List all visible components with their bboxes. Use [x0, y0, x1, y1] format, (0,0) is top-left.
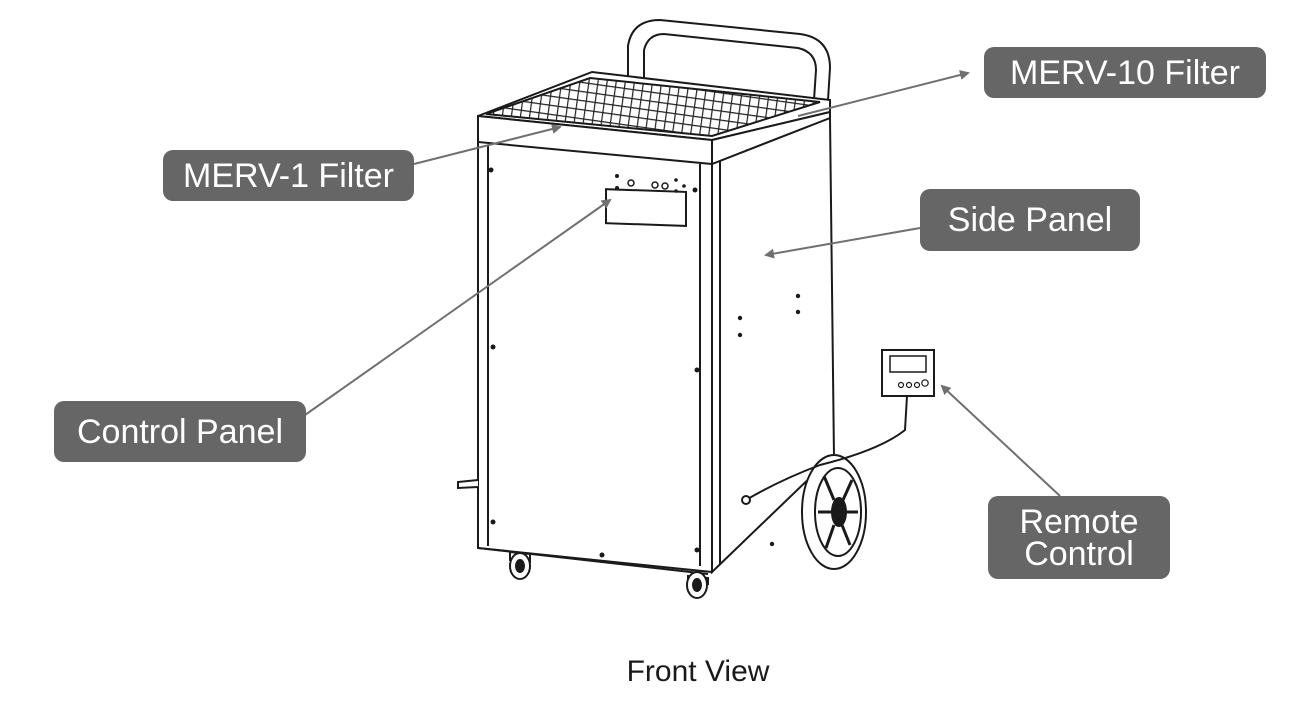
unit-body: [477, 70, 836, 575]
callout-arrows: [304, 70, 1061, 497]
arrow-control-panel: [304, 198, 612, 416]
control-panel-shape: [605, 174, 687, 227]
handle: [627, 18, 832, 101]
rivets: [488, 167, 801, 558]
control-panel-label: Control Panel: [54, 401, 306, 462]
remote-control-shape: [741, 349, 935, 505]
remote-control-label: Remote Control: [988, 496, 1170, 579]
top-grille: [485, 76, 821, 138]
remote-label-line-1: Remote: [1019, 502, 1139, 541]
caster-right: [686, 571, 709, 599]
figure-caption: Front View: [626, 655, 770, 688]
drain-hose: [457, 479, 479, 490]
arrow-remote: [940, 384, 1061, 497]
remote-label-line-2: Control: [1024, 534, 1134, 573]
side-panel-label: Side Panel: [920, 189, 1140, 251]
arrow-merv1: [413, 124, 562, 165]
rear-wheel: [801, 454, 867, 570]
caster-left: [509, 550, 531, 580]
merv10-filter-label: MERV-10 Filter: [984, 47, 1266, 98]
merv1-filter-label: MERV-1 Filter: [163, 150, 414, 201]
arrow-merv10: [797, 70, 970, 117]
arrow-side-panel: [764, 227, 921, 259]
